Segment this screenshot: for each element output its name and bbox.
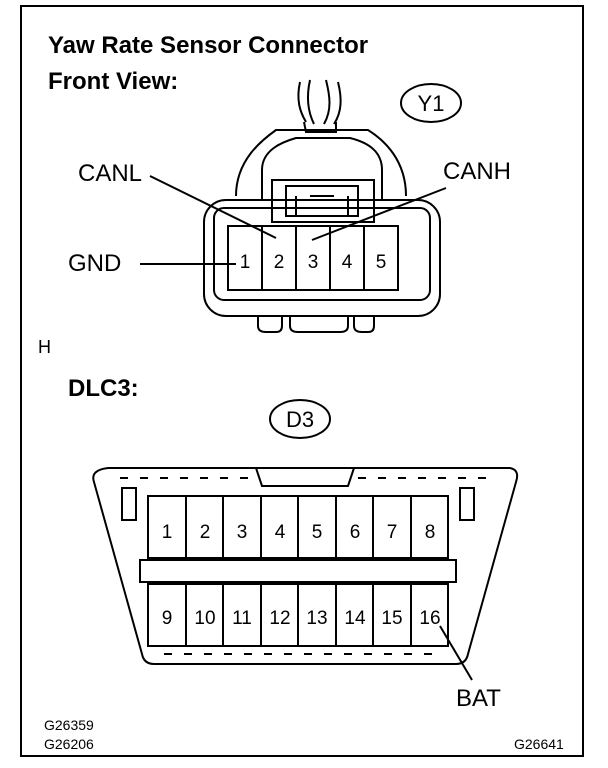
dlc-pin-8: 8 bbox=[425, 522, 436, 543]
bat-label: BAT bbox=[456, 685, 501, 712]
dlc-connector-id-oval bbox=[269, 399, 331, 439]
dlc-pin-6: 6 bbox=[350, 522, 361, 543]
separator-letter: H bbox=[38, 337, 51, 357]
gnd-label: GND bbox=[68, 250, 122, 277]
dlc-pin-12: 12 bbox=[269, 608, 290, 629]
yaw-pin-2: 2 bbox=[274, 252, 285, 273]
yaw-pin-4: 4 bbox=[342, 252, 353, 273]
dlc-connector bbox=[92, 467, 519, 665]
dlc-pin-1: 1 bbox=[162, 522, 173, 543]
dlc-pin-9: 9 bbox=[162, 608, 173, 629]
dlc-pin-15: 15 bbox=[381, 608, 402, 629]
diagram-frame bbox=[20, 5, 584, 757]
yaw-title-line1: Yaw Rate Sensor Connector bbox=[48, 32, 369, 59]
dlc-pin-4: 4 bbox=[275, 522, 286, 543]
yaw-pin-1: 1 bbox=[240, 252, 251, 273]
yaw-pin-3: 3 bbox=[308, 252, 319, 273]
dlc-title: DLC3: bbox=[68, 375, 139, 402]
dlc-rim-ticks bbox=[120, 477, 486, 655]
dlc-pin-dividers bbox=[185, 496, 412, 646]
yaw-connector bbox=[203, 79, 441, 333]
yaw-callout-lines bbox=[140, 175, 447, 265]
dlc-pin-10: 10 bbox=[194, 608, 215, 629]
yaw-pin-5: 5 bbox=[376, 252, 387, 273]
canh-leader bbox=[311, 187, 447, 241]
figure-code-1: G26359 bbox=[44, 717, 94, 733]
dlc-pin-3: 3 bbox=[237, 522, 248, 543]
dlc-pin-5: 5 bbox=[312, 522, 323, 543]
figure-code-3: G26641 bbox=[514, 736, 564, 752]
dlc-pin-16: 16 bbox=[419, 608, 440, 629]
dlc-pin-11: 11 bbox=[232, 608, 252, 629]
canl-label: CANL bbox=[78, 160, 143, 187]
canl-leader bbox=[149, 175, 277, 239]
dlc-connector-id: D3 bbox=[286, 407, 314, 432]
figure-code-2: G26206 bbox=[44, 736, 94, 752]
canh-label: CANH bbox=[443, 158, 512, 185]
yaw-connector-id: Y1 bbox=[418, 91, 445, 116]
dlc-pin-2: 2 bbox=[200, 522, 211, 543]
yaw-title-line2: Front View: bbox=[48, 68, 179, 95]
bat-leader bbox=[439, 625, 473, 681]
dlc-pin-13: 13 bbox=[306, 608, 327, 629]
dlc-pin-14: 14 bbox=[344, 608, 366, 629]
yaw-pins: 1 2 3 4 5 bbox=[240, 252, 387, 273]
dlc-pins-bottom: 9 10 11 12 13 14 15 16 bbox=[162, 608, 441, 629]
dlc-pin-7: 7 bbox=[387, 522, 398, 543]
yaw-connector-id-oval bbox=[400, 83, 462, 123]
dlc-pins-top: 1 2 3 4 5 6 7 8 bbox=[162, 522, 436, 543]
